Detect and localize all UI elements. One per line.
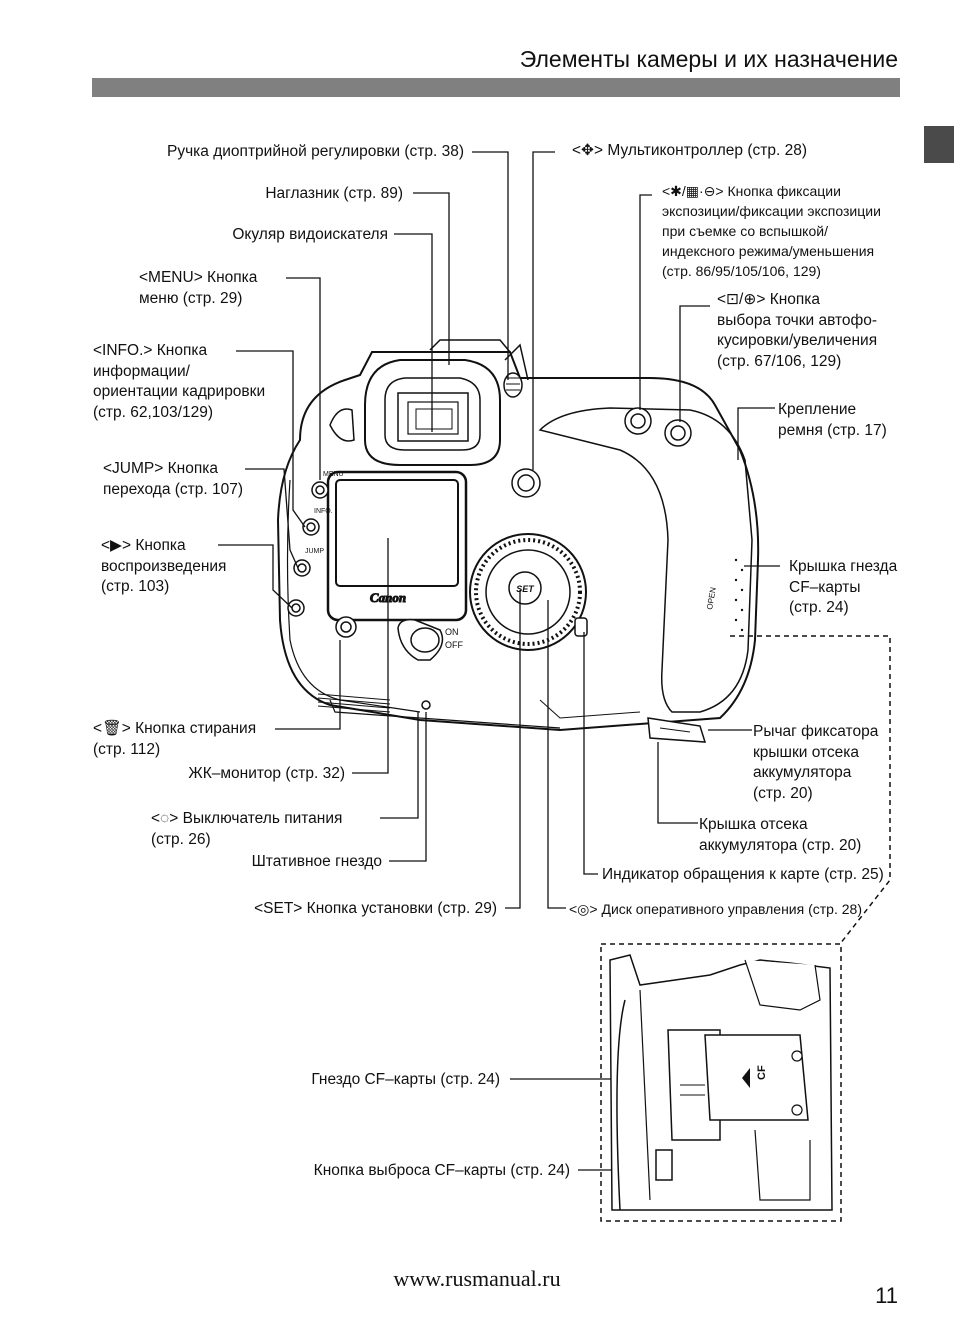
leader-lines (218, 151, 780, 1171)
label-cf-slot: Гнездо CF–карты (стр. 24) (311, 1071, 500, 1088)
svg-text:OFF: OFF (445, 640, 463, 650)
svg-text:MENU: MENU (323, 471, 344, 478)
multi-controller (511, 468, 541, 498)
label-lcd-monitor: ЖК–монитор (стр. 32) (188, 765, 345, 782)
cf-slot-inset (609, 954, 833, 1211)
cf-insert-arrow (742, 1068, 750, 1088)
battery-lever (647, 717, 707, 743)
lcd-screen: Canon (326, 470, 468, 622)
footer-url[interactable]: www.rusmanual.ru (393, 1266, 561, 1291)
power-switch-marks: ON OFF (445, 627, 463, 650)
page-number: 11 (875, 1283, 898, 1308)
svg-text:INFO.: INFO. (314, 508, 333, 515)
label-quick-dial: <◎> Диск оперативного управления (стр. 2… (569, 901, 862, 917)
label-set-button: <SET> Кнопка установки (стр. 29) (254, 900, 497, 917)
camera-top (429, 339, 529, 381)
cf-open-mark: OPEN (705, 586, 718, 610)
left-button-marks: MENU INFO. JUMP (305, 471, 344, 555)
header-title: Элементы камеры и их назначение (519, 46, 898, 72)
chapter-tab (924, 126, 954, 163)
cf-cover-grip (734, 558, 744, 632)
header-bar (92, 78, 900, 97)
diopter-knob (503, 372, 523, 398)
label-tripod-socket: Штативное гнездо (251, 853, 382, 870)
main-dial-edge (329, 408, 355, 442)
label-multi-controller: <✥> Мультиконтроллер (стр. 28) (572, 142, 807, 159)
svg-text:ON: ON (445, 627, 459, 637)
access-lamp (574, 617, 588, 637)
tripod-socket (421, 700, 431, 710)
label-eyecup: Наглазник (стр. 89) (265, 185, 403, 202)
power-switch (397, 618, 444, 661)
left-buttons (287, 481, 357, 638)
label-access-lamp: Индикатор обращения к карте (стр. 25) (602, 866, 884, 883)
cf-inset-callout (600, 635, 891, 1222)
label-eyepiece: Окуляр видоискателя (232, 226, 388, 243)
label-diopter: Ручка диоптрийной регулировки (стр. 38) (167, 143, 464, 160)
svg-text:JUMP: JUMP (305, 548, 324, 555)
ae-af-buttons (624, 407, 692, 447)
cf-slot-mark: CF (756, 1065, 768, 1080)
quick-control-dial: SET (469, 533, 587, 651)
set-button-mark: SET (516, 584, 535, 594)
label-erase-button: <🗑> Кнопка стирания(стр. 112) (93, 720, 257, 758)
label-cf-eject: Кнопка выброса CF–карты (стр. 24) (313, 1162, 570, 1179)
speaker-grille (317, 693, 391, 713)
label-power-switch: <◌> Выключатель питания(стр. 26) (151, 810, 343, 848)
